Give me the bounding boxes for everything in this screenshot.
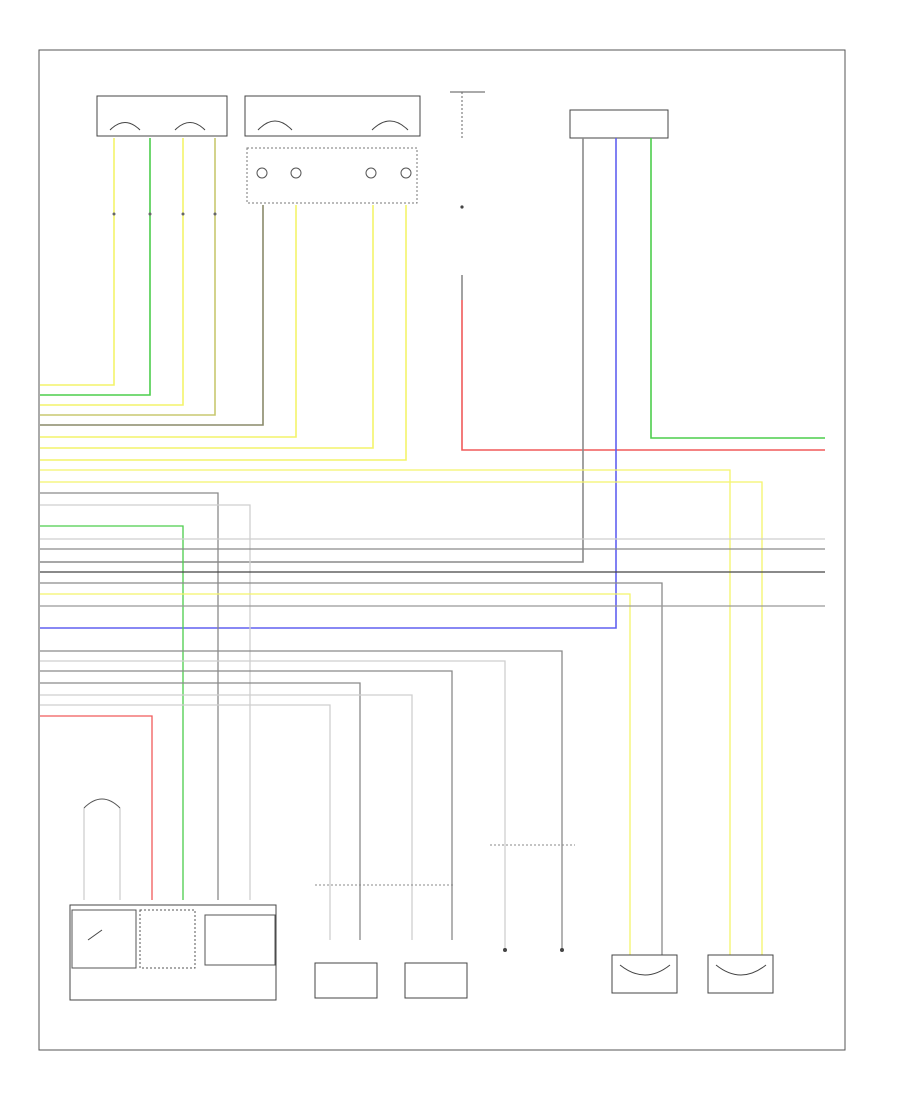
left-switch-assembly: [69, 798, 277, 1001]
diagram-border: [38, 49, 846, 1051]
bottom-right-sensor-a: [611, 954, 678, 994]
grounds: [490, 844, 575, 952]
bottom-right-sensor-b: [707, 954, 774, 994]
small-connector-b: [404, 962, 468, 999]
harness-lines: [40, 469, 825, 955]
small-connector-a: [314, 884, 455, 999]
fuse-block: [450, 91, 485, 300]
top-right-connector: [569, 109, 669, 139]
upper-vertical-wires: [40, 138, 825, 629]
splice-dots: [112, 212, 217, 216]
top-left-connector: [96, 95, 228, 137]
top-center-connector: [244, 95, 421, 204]
